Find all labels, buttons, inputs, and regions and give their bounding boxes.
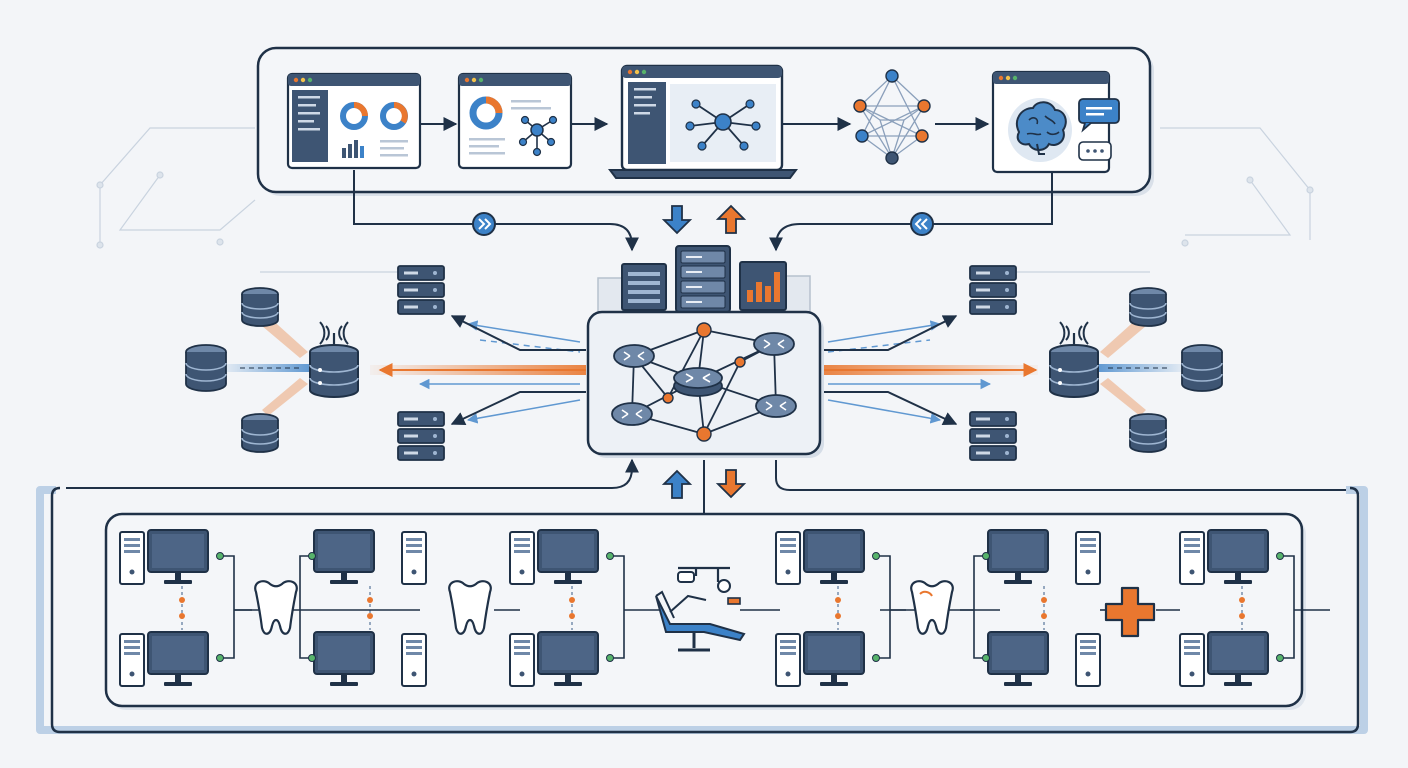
right-cluster xyxy=(822,265,1223,461)
router-icon xyxy=(611,402,653,426)
workstation-icon xyxy=(1179,529,1269,585)
neural-network-icon xyxy=(853,69,931,165)
router-mesh-icon xyxy=(611,322,797,442)
database-icon xyxy=(1129,287,1167,327)
workstation-icon xyxy=(119,631,209,687)
wireless-database-hub-icon xyxy=(309,321,359,398)
tooth-icon xyxy=(910,580,954,635)
ai-brain-chat-icon xyxy=(991,70,1120,174)
left-cluster xyxy=(185,265,586,461)
router-icon xyxy=(673,367,723,397)
workstation-icon xyxy=(775,529,865,585)
router-icon xyxy=(755,394,797,418)
workstation-icon xyxy=(313,529,427,585)
central-hub-panel xyxy=(586,310,824,458)
background-guides xyxy=(96,127,1314,273)
workstation-group xyxy=(509,529,660,687)
down-arrow-orange-icon xyxy=(715,469,747,499)
workstation-icon xyxy=(987,631,1101,687)
back-badge-icon xyxy=(910,212,934,236)
workstation-group xyxy=(775,529,926,687)
router-icon xyxy=(753,332,795,356)
laptop-network-icon xyxy=(608,64,798,179)
top-pipeline-panel xyxy=(256,46,1154,196)
document-server-icon xyxy=(597,263,667,315)
database-icon xyxy=(1129,413,1167,453)
workstation-group xyxy=(119,529,270,687)
up-arrow-orange-icon xyxy=(715,204,747,234)
medical-cross-icon xyxy=(1104,586,1156,638)
server-stack-icon xyxy=(397,265,445,315)
workstation-icon xyxy=(119,529,209,585)
workstation-icon xyxy=(509,631,599,687)
tooth-icon xyxy=(448,580,492,635)
database-icon xyxy=(1181,344,1223,392)
workstation-icon xyxy=(987,529,1101,585)
workstation-layer xyxy=(119,529,1330,687)
router-icon xyxy=(613,344,655,368)
bar-chart-server-icon xyxy=(739,261,811,315)
tooth-icon xyxy=(254,580,298,635)
analytics-window-icon xyxy=(457,72,573,170)
workstation-icon xyxy=(313,631,427,687)
forward-badge-icon xyxy=(472,212,496,236)
server-stack-icon xyxy=(969,411,1017,461)
up-arrow-blue-icon xyxy=(661,469,693,499)
dashboard-window-icon xyxy=(286,72,422,170)
server-stack-icon xyxy=(969,265,1017,315)
wireless-database-hub-icon xyxy=(1049,321,1099,398)
workstation-group xyxy=(274,529,427,687)
dental-chair-icon xyxy=(655,566,746,652)
workstation-icon xyxy=(775,631,865,687)
workstation-icon xyxy=(1179,631,1269,687)
server-stack-icon xyxy=(397,411,445,461)
database-icon xyxy=(241,413,279,453)
workstation-group xyxy=(948,529,1101,687)
database-icon xyxy=(241,287,279,327)
workstation-group xyxy=(1179,529,1330,687)
down-arrow-blue-icon xyxy=(661,205,693,235)
top-connectors xyxy=(353,170,1053,252)
database-icon xyxy=(185,344,227,392)
workstation-icon xyxy=(509,529,599,585)
clinic-symbols xyxy=(254,566,1156,652)
server-rack-icon xyxy=(675,245,731,313)
